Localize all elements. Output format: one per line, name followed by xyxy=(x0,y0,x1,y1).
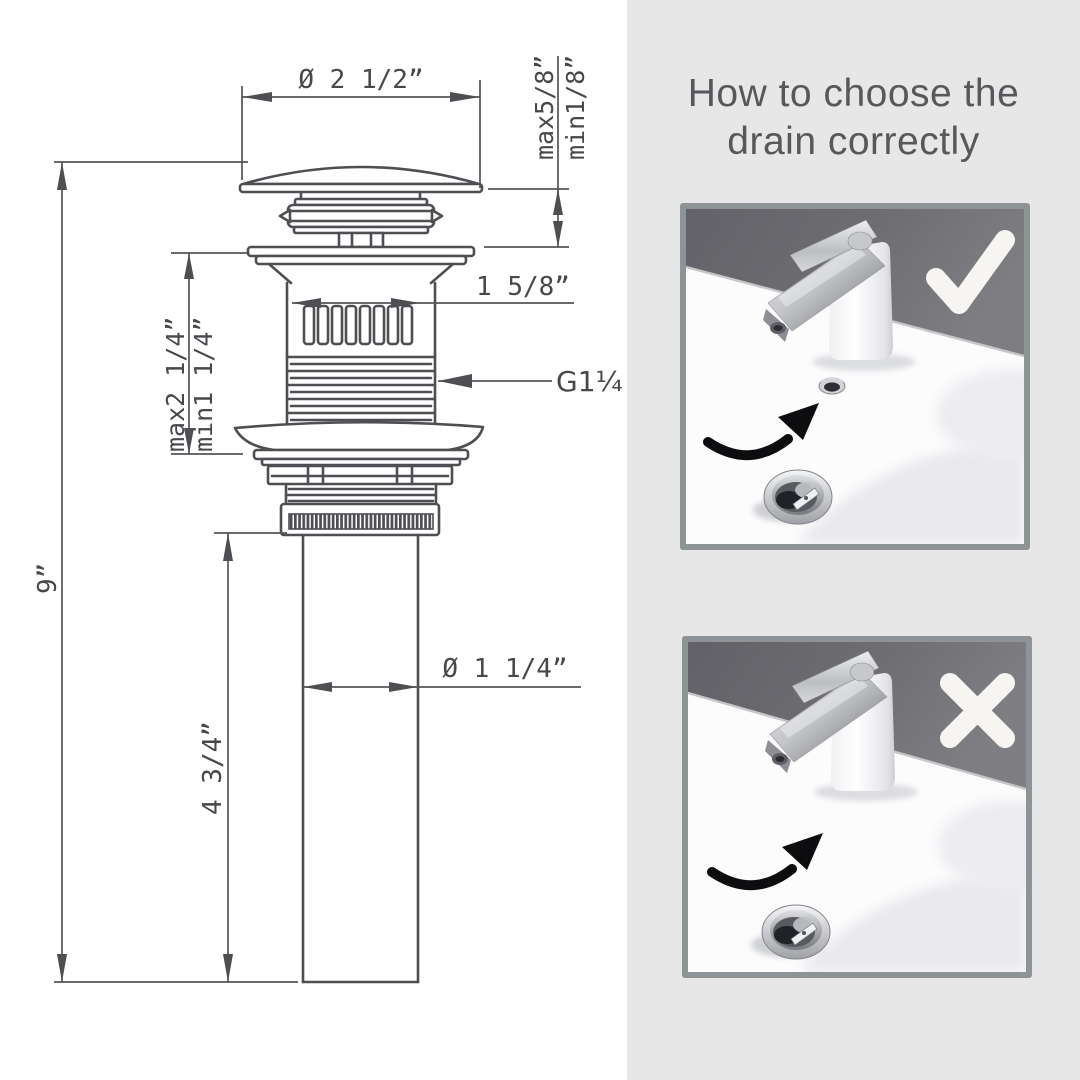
faucet xyxy=(765,650,896,791)
faucet-spout xyxy=(769,670,888,763)
faucet-handle-post xyxy=(849,662,875,682)
basin-shading xyxy=(798,800,1026,972)
top-flange xyxy=(246,245,476,258)
dim-cap-gap: max5/8” min1/8” xyxy=(484,55,590,248)
faucet-spout xyxy=(767,239,886,332)
sink-with-overflow-illustration xyxy=(686,209,1024,544)
check-icon xyxy=(926,230,1015,314)
dim-strainer-width: 1 5/8” xyxy=(292,272,574,308)
dim-cap-diameter: Ø 2 1/2” xyxy=(241,65,481,188)
dim-mount-max-label: max2 1/4” xyxy=(161,317,190,452)
sink-without-overflow-illustration xyxy=(688,642,1026,972)
basin-shading xyxy=(796,369,1024,544)
guide-arrow-icon xyxy=(707,833,823,891)
dim-strainer-width-label: 1 5/8” xyxy=(476,272,570,302)
dim-cap-diameter-label: Ø 2 1/2” xyxy=(298,65,423,95)
dim-pipe-diameter: Ø 1 1/4” xyxy=(303,654,581,692)
dim-pipe-diameter-label: Ø 1 1/4” xyxy=(442,654,567,684)
dim-mount-min-label: min1 1/4” xyxy=(189,317,218,452)
dim-cap-gap-max-label: max5/8” xyxy=(530,55,559,160)
dim-cap-gap-min-label: min1/8” xyxy=(561,55,590,160)
example-photo-wrong xyxy=(682,636,1032,978)
guide-title-line2: drain correctly xyxy=(727,120,980,163)
drain-stopper xyxy=(753,469,833,525)
bellows-ridge xyxy=(286,203,436,229)
stem-hex xyxy=(337,231,385,249)
example-photo-correct xyxy=(680,203,1030,550)
dim-thread-size: G1¼ xyxy=(438,365,623,398)
dim-overall-height-label: 9” xyxy=(33,563,63,594)
cap-plate xyxy=(238,182,484,194)
strainer-slots xyxy=(302,304,414,346)
dim-mount-thickness: max2 1/4” min1 1/4” xyxy=(161,252,247,455)
drain-stopper xyxy=(751,904,831,960)
dim-overall-height: 9” xyxy=(33,161,298,983)
guide-title-line1: How to choose the xyxy=(687,72,1020,115)
popup-drain-side-view xyxy=(233,165,485,984)
knurled-nut xyxy=(279,502,441,537)
thread-collar xyxy=(284,482,438,506)
tail-pipe xyxy=(301,533,420,984)
dim-pipe-length-label: 4 3/4” xyxy=(198,721,228,815)
dim-pipe-length: 4 3/4” xyxy=(198,532,287,982)
dim-thread-size-label: G1¼ xyxy=(556,365,623,398)
bell-washer xyxy=(233,420,485,452)
overflow-hole xyxy=(818,377,846,395)
faucet xyxy=(763,219,894,360)
cross-icon xyxy=(940,673,1015,748)
cap-dome xyxy=(241,165,481,186)
thread-section xyxy=(285,355,437,425)
hex-nut xyxy=(266,464,454,486)
guide-title: How to choose the drain correctly xyxy=(627,70,1080,166)
technical-drawing: Ø 2 1/2” max5/8” min1/8” max2 1/4” min1 … xyxy=(33,55,623,984)
faucet-handle-post xyxy=(847,231,873,251)
guide-arrow-icon xyxy=(703,403,819,461)
